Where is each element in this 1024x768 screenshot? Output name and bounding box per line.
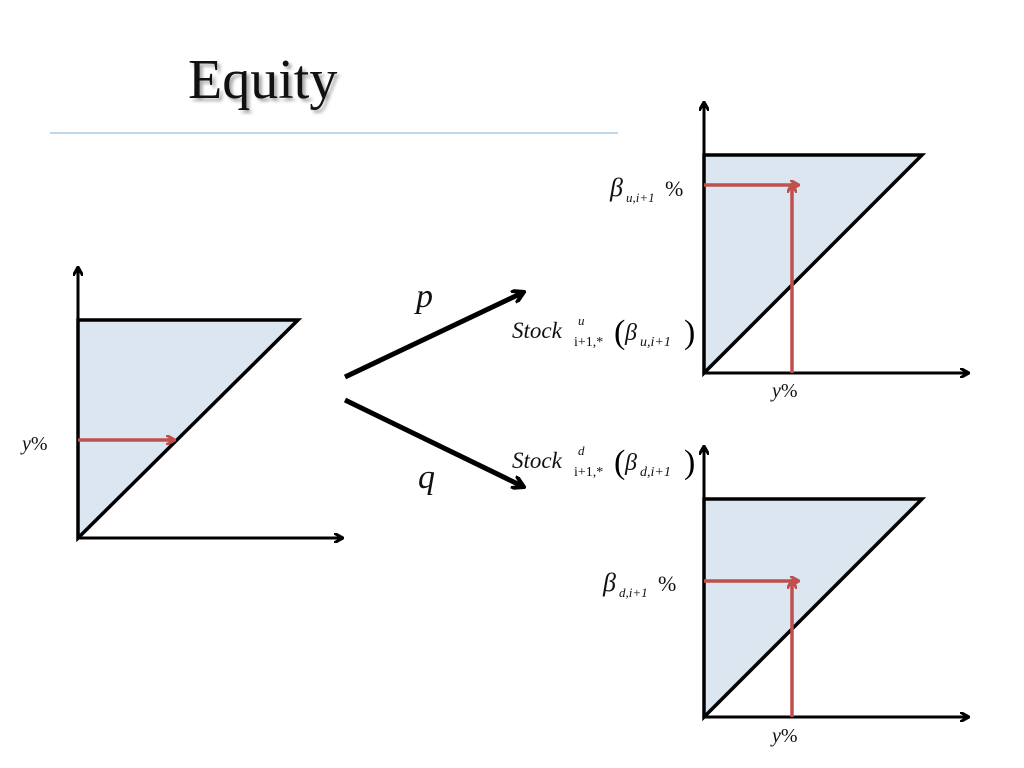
up-beta-subscript: u,i+1 [626,190,655,205]
svg-text:Stock: Stock [512,448,563,473]
svg-text:β: β [624,320,637,346]
left-y-label: y% [20,433,48,455]
up-x-label: y% [770,380,798,402]
up-branch-arrow [343,292,524,380]
down-beta-unit: % [658,571,676,596]
down-triangle [702,497,927,722]
down-probability: q [418,459,435,496]
svg-text:i+1,*: i+1,* [574,465,603,480]
down-beta-symbol: β [602,568,616,597]
up-beta-symbol: β [609,173,623,202]
up-beta-unit: % [665,176,683,201]
up-probability: p [414,278,433,315]
svg-text:(: ( [614,444,625,481]
svg-text:u,i+1: u,i+1 [640,335,671,350]
svg-text:(: ( [614,314,625,351]
down-stock-label: Stock d i+1,* ( β d,i+1 ) [512,443,695,481]
down-x-label: y% [770,725,798,747]
down-diagram: β d,i+1 % y% [602,447,968,747]
branch-arrows: p q [343,278,524,496]
svg-text:u: u [578,313,585,328]
left-triangle [76,318,303,543]
svg-text:): ) [684,314,695,351]
svg-text:d,i+1: d,i+1 [640,465,671,480]
up-diagram: β u,i+1 % y% [609,103,968,402]
svg-text:β: β [624,450,637,476]
svg-text:i+1,*: i+1,* [574,335,603,350]
down-branch-arrow [343,397,524,487]
slide-title: Equity [188,49,338,111]
svg-text:d: d [578,443,585,458]
down-beta-subscript: d,i+1 [619,585,648,600]
svg-text:Stock: Stock [512,318,563,343]
left-diagram: y% [20,268,342,538]
up-stock-label: Stock u i+1,* ( β u,i+1 ) [512,313,695,351]
svg-text:): ) [684,444,695,481]
up-triangle [702,153,927,378]
